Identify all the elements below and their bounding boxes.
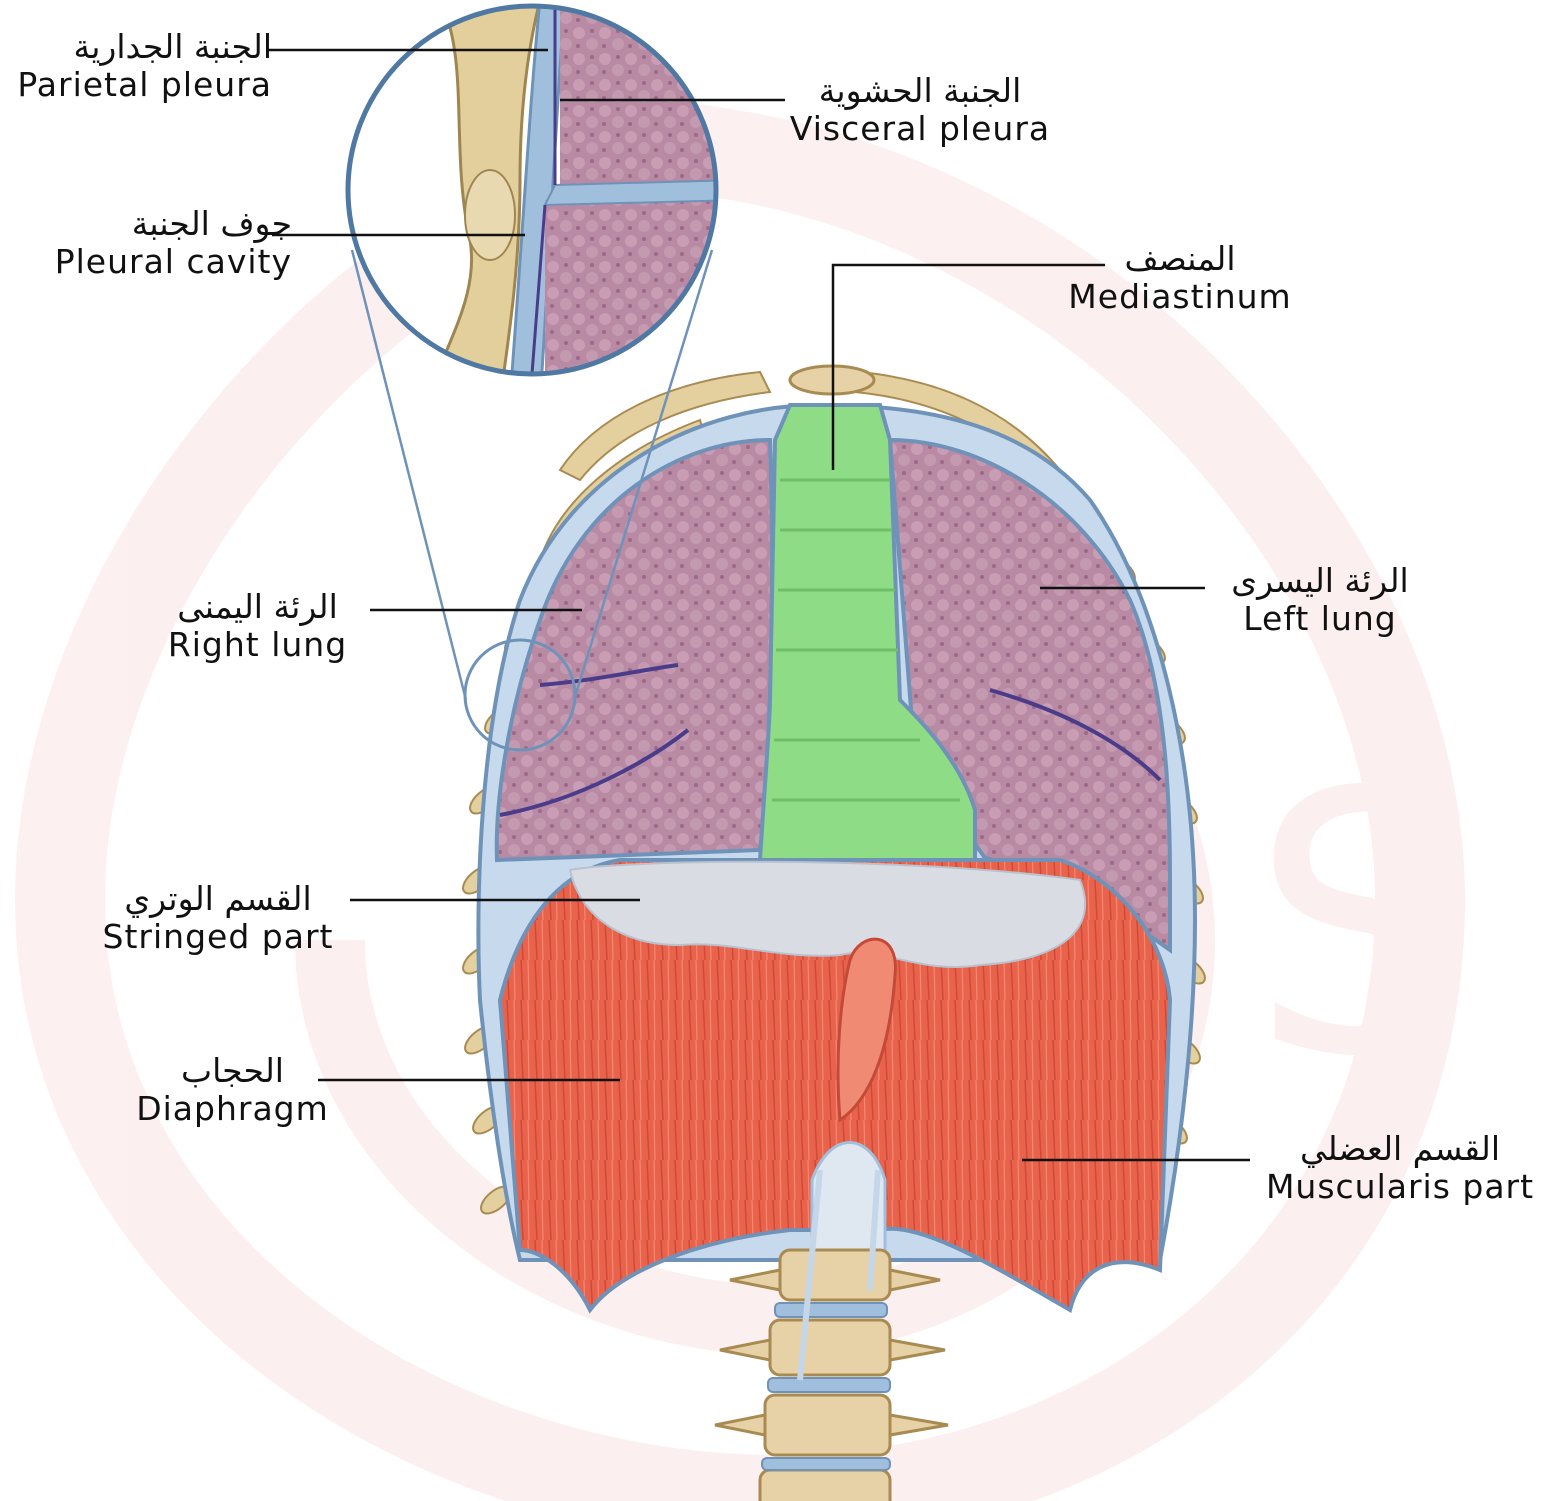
right-lung-ar: الرئة اليمنى: [145, 588, 370, 626]
zoom-detail: [340, 0, 765, 410]
label-diaphragm: الحجاب Diaphragm: [120, 1052, 345, 1128]
label-left-lung: الرئة اليسرى Left lung: [1210, 562, 1430, 638]
parietal-pleura-en: Parietal pleura: [0, 66, 272, 104]
label-visceral-pleura: الجنبة الحشوية Visceral pleura: [785, 72, 1055, 148]
label-stringed-part: القسم الوتري Stringed part: [88, 880, 348, 956]
diaphragm-en: Diaphragm: [120, 1090, 345, 1128]
pleural-cavity-en: Pleural cavity: [30, 243, 292, 281]
visceral-pleura-ar: الجنبة الحشوية: [785, 72, 1055, 110]
stringed-part-ar: القسم الوتري: [88, 880, 348, 918]
diaphragm-ar: الحجاب: [120, 1052, 345, 1090]
left-lung-ar: الرئة اليسرى: [1210, 562, 1430, 600]
mediastinum-ar: المنصف: [1055, 240, 1305, 278]
left-lung-en: Left lung: [1210, 600, 1430, 638]
mediastinum-en: Mediastinum: [1055, 278, 1305, 316]
label-muscularis-part: القسم العضلي Muscularis part: [1250, 1130, 1550, 1206]
visceral-pleura-en: Visceral pleura: [785, 110, 1055, 148]
label-pleural-cavity: جوف الجنبة Pleural cavity: [30, 205, 292, 281]
pleural-cavity-ar: جوف الجنبة: [30, 205, 292, 243]
label-mediastinum: المنصف Mediastinum: [1055, 240, 1305, 316]
stringed-part-en: Stringed part: [88, 918, 348, 956]
muscularis-part-en: Muscularis part: [1250, 1168, 1550, 1206]
muscularis-part-ar: القسم العضلي: [1250, 1130, 1550, 1168]
parietal-pleura-ar: الجنبة الجدارية: [0, 28, 272, 66]
label-parietal-pleura: الجنبة الجدارية Parietal pleura: [0, 28, 272, 104]
right-lung-en: Right lung: [145, 626, 370, 664]
label-right-lung: الرئة اليمنى Right lung: [145, 588, 370, 664]
svg-text:S: S: [1250, 716, 1479, 1135]
